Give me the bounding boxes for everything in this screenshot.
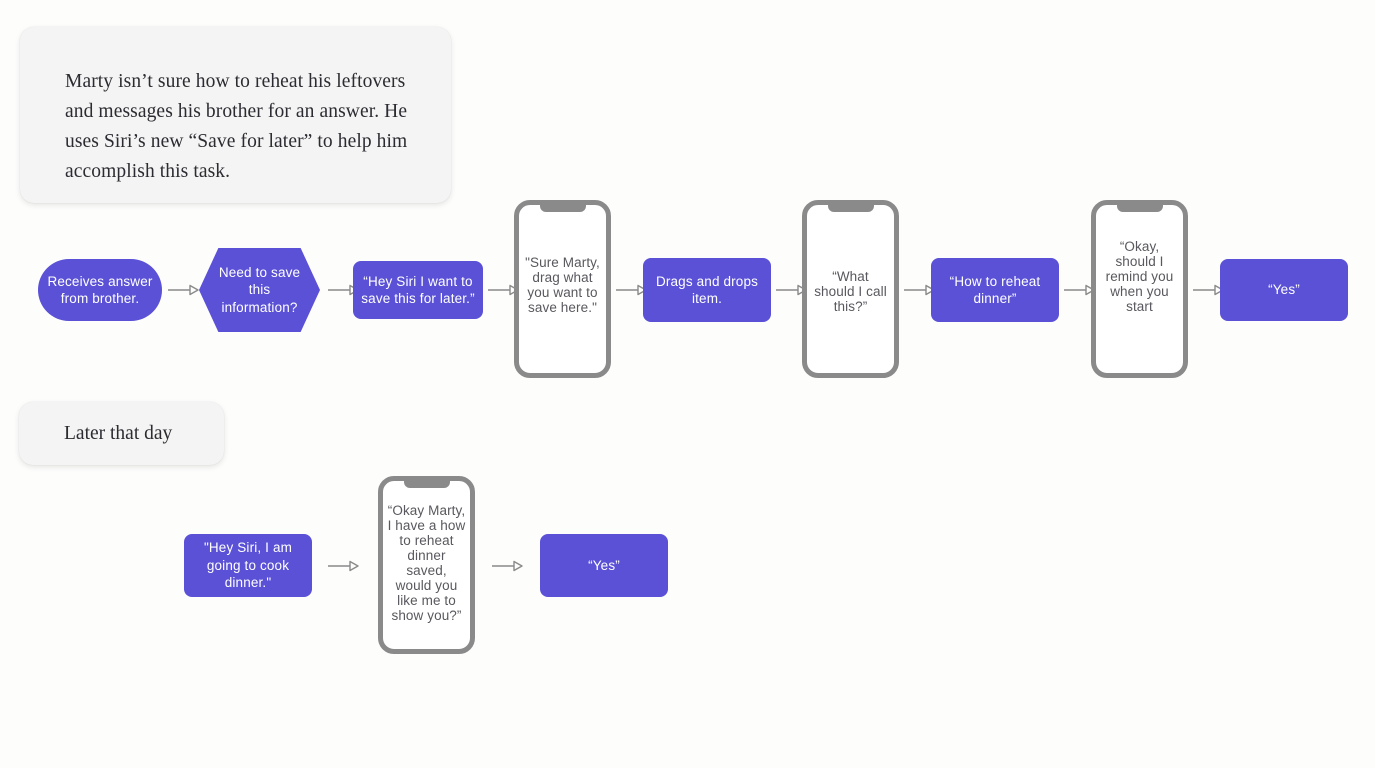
phone-notch-icon xyxy=(1116,204,1163,212)
arrow-8 xyxy=(1193,284,1225,296)
node-label: “Yes” xyxy=(1268,282,1300,298)
node-receives-answer[interactable]: Receives answer from brother. xyxy=(38,259,162,321)
node-label: Need to save this information? xyxy=(218,264,301,315)
node-yes-1[interactable]: “Yes” xyxy=(1220,259,1348,321)
phone-okay-remind-you[interactable]: “Okay, should I remind you when you star… xyxy=(1091,200,1188,378)
node-drags-and-drops[interactable]: Drags and drops item. xyxy=(643,258,771,322)
node-label: “Hey Siri I want to save this for later.… xyxy=(361,273,475,307)
arrow-1 xyxy=(168,284,200,296)
arrow-4 xyxy=(616,284,648,296)
phone-notch-icon xyxy=(827,204,874,212)
node-label: Receives answer from brother. xyxy=(47,273,153,307)
phone-screen-text: “Okay, should I remind you when you star… xyxy=(1105,239,1174,314)
phone-screen-text: “What should I call this?” xyxy=(814,269,887,314)
phone-screen-text: "Sure Marty, drag what you want to save … xyxy=(525,255,600,315)
node-label: "Hey Siri, I am going to cook dinner." xyxy=(203,540,293,591)
phone-screen-text: “Okay Marty, I have a how to reheat dinn… xyxy=(387,503,466,623)
later-that-day-card: Later that day xyxy=(19,402,224,465)
phone-sure-marty-drag[interactable]: "Sure Marty, drag what you want to save … xyxy=(514,200,611,378)
phone-notch-icon xyxy=(403,480,450,488)
node-label: “How to reheat dinner” xyxy=(949,273,1041,307)
arrow-10 xyxy=(492,560,524,572)
arrow-7 xyxy=(1064,284,1096,296)
node-hey-siri-save[interactable]: “Hey Siri I want to save this for later.… xyxy=(353,261,483,319)
node-need-to-save[interactable]: Need to save this information? xyxy=(199,248,320,332)
arrow-9 xyxy=(328,560,360,572)
node-label: Drags and drops item. xyxy=(655,273,759,307)
scenario-description-card: Marty isn’t sure how to reheat his lefto… xyxy=(20,27,451,203)
phone-notch-icon xyxy=(539,204,586,212)
scenario-description-text: Marty isn’t sure how to reheat his lefto… xyxy=(65,71,408,182)
later-that-day-text: Later that day xyxy=(64,422,173,444)
node-hey-siri-cook[interactable]: "Hey Siri, I am going to cook dinner." xyxy=(184,534,312,597)
phone-what-should-call[interactable]: “What should I call this?” xyxy=(802,200,899,378)
node-how-to-reheat[interactable]: “How to reheat dinner” xyxy=(931,258,1059,322)
arrow-6 xyxy=(904,284,936,296)
node-yes-2[interactable]: “Yes” xyxy=(540,534,668,597)
node-label: “Yes” xyxy=(588,557,620,573)
phone-okay-marty-saved[interactable]: “Okay Marty, I have a how to reheat dinn… xyxy=(378,476,475,654)
hexagon-shape xyxy=(199,248,320,332)
